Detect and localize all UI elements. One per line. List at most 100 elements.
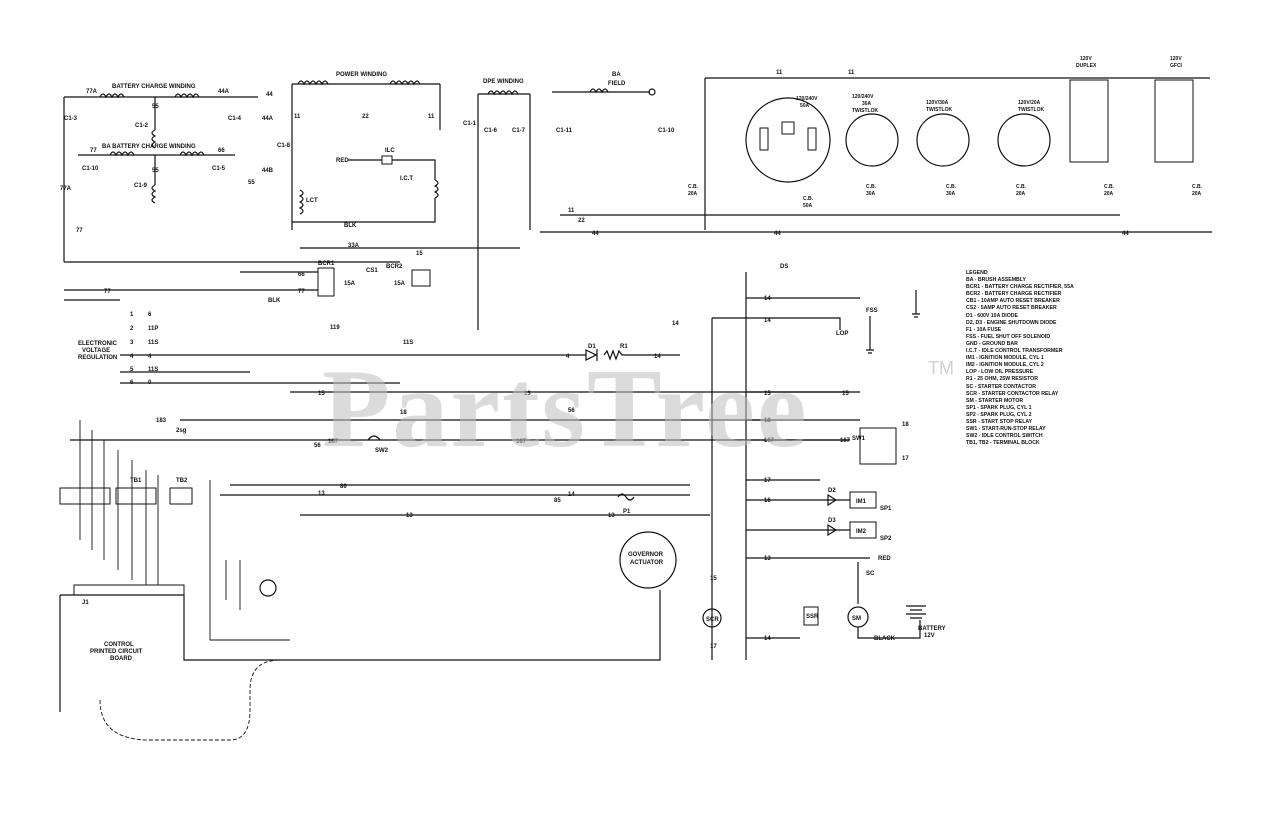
gfci-outlet [1154, 79, 1194, 163]
wire-66: 66 [218, 148, 225, 154]
wire-14-b: 14 [672, 321, 679, 327]
cb4-label: C.B. [946, 184, 957, 190]
r1-label: R1 [620, 344, 628, 350]
wire-4-d1: 4 [566, 354, 570, 360]
bcr1-label: BCR1 [318, 261, 335, 267]
duplex-label: 120V [1080, 56, 1092, 62]
wire-44b-pw: 44B [262, 168, 274, 174]
evr-wire-6: 0 [148, 380, 152, 386]
evr-wire-2: 11P [148, 326, 158, 332]
wire-77-top: 77 [90, 148, 97, 154]
sc-label: SC [866, 571, 875, 577]
evr-wire-3: 11S [148, 340, 158, 346]
wire-55: 55 [152, 104, 159, 110]
governor-label-b: ACTUATOR [630, 560, 664, 566]
wire-15-r2: 15 [842, 391, 849, 397]
cb6-label: C.B. [1104, 184, 1115, 190]
wire-14-r1: 14 [654, 354, 661, 360]
sw2-label: SW2 [375, 448, 389, 454]
wire-44-bus: 44 [592, 231, 599, 237]
power-winding: POWER WINDING 11 22 11 44 44A C1-8 44B 5… [248, 72, 441, 304]
sm-label: SM [852, 616, 861, 622]
ign-module-1 [849, 491, 877, 509]
wire-18-sw: 18 [902, 422, 909, 428]
blk-label: BLK [344, 223, 357, 229]
ssr-label: SSR [806, 614, 819, 620]
legend-item: BCR2 - BATTERY CHARGE RECTIFIER [966, 291, 1062, 298]
dpe-winding: DPE WINDING C1-1 C1-6 C1-7 C1-11 [463, 79, 573, 330]
cb4-label-b: 30A [946, 191, 956, 197]
legend-item: TB1, TB2 - TERMINAL BLOCK [966, 440, 1040, 447]
c1-9-label: C1-9 [134, 183, 148, 189]
evr-wire-5: 11S [148, 367, 158, 373]
wire-55-pw: 55 [248, 180, 255, 186]
wire-13-m: 13 [318, 491, 325, 497]
wire-85: 85 [554, 498, 561, 504]
j1-label: J1 [82, 600, 89, 606]
governor-actuator: GOVERNOR ACTUATOR [619, 531, 677, 589]
sw1-label: SW1 [852, 436, 866, 442]
tb2-block [169, 487, 193, 505]
evr-wire-4: 4 [148, 354, 152, 360]
wire-15-r: 15 [416, 251, 423, 257]
legend-item: SW2 - IDLE CONTROL SWITCH [966, 433, 1043, 440]
wire-11-bus: 11 [568, 208, 575, 214]
legend-item: SSR - START STOP RELAY [966, 418, 1033, 425]
gfci-label: 120V [1170, 56, 1182, 62]
cs1-label: CS1 [366, 268, 378, 274]
c1-8-label: C1-8 [277, 143, 291, 149]
wire-77-far: 77 [104, 289, 111, 295]
twistlok-30a-label-c: TWISTLOK [852, 108, 878, 114]
twistlok-30a [845, 113, 899, 167]
wire-86: 86 [340, 484, 347, 490]
wire-11-pw: 11 [294, 114, 301, 120]
tb2-label: TB2 [176, 478, 188, 484]
im1-label: IM1 [856, 499, 867, 505]
power-winding-label: POWER WINDING [336, 72, 387, 78]
wire-56-b: 56 [568, 408, 575, 414]
wire-15a: 15A [344, 281, 356, 287]
legend-item: F1 - 10A FUSE [966, 326, 1002, 333]
wire-183: 183 [156, 418, 167, 424]
c1-7-label: C1-7 [512, 128, 526, 134]
tb1-block [59, 487, 111, 505]
wire-15-r: 15 [764, 391, 771, 397]
wire-2sg: 2sg [176, 428, 187, 434]
evr-line-1: ELECTRONIC [78, 341, 118, 347]
wire-77a: 77A [86, 89, 98, 95]
d3-label: D3 [828, 518, 836, 524]
ssr-relay [259, 579, 277, 597]
control-board-label-c: BOARD [110, 656, 133, 662]
ssr [803, 606, 819, 626]
control-board-label-b: PRINTED CIRCUIT [90, 649, 143, 655]
legend-item: I.C.T - IDLE CONTROL TRANSFORMER [966, 348, 1063, 355]
evr-pin-5: 5 [130, 367, 134, 373]
battery-charge-winding: BATTERY CHARGE WINDING 77A 44A 55 C1-3 C… [63, 84, 258, 262]
twistlok-30a-label: 120/240V [852, 94, 874, 100]
legend-item: CB1 - 10AMP AUTO RESET BREAKER [966, 298, 1060, 305]
wire-14-m: 14 [568, 492, 575, 498]
red-label: RED [336, 158, 349, 164]
wire-22-pw: 22 [362, 114, 369, 120]
d2-label: D2 [828, 488, 836, 494]
wire-167: 167 [328, 439, 339, 445]
wire-44-bus-b: 44 [774, 231, 781, 237]
black-label: BLACK [874, 636, 896, 642]
wire-56: 56 [314, 443, 321, 449]
wire-167-b: 167 [516, 439, 527, 445]
legend-item: LOP - LOW OIL PRESSURE [966, 369, 1034, 376]
wire-11-top: 11 [776, 70, 783, 76]
control-relays: DS 14 14 LOP FSS 15 15 18 167 167 SW1 18… [702, 264, 946, 660]
wire-167-r: 167 [764, 438, 775, 444]
evr-pin-6: 6 [130, 380, 134, 386]
c1-11-label: C1-11 [556, 128, 573, 134]
cb3-label-b: 30A [866, 191, 876, 197]
legend-item: D1 - 600V 10A DIODE [966, 312, 1018, 319]
cb5-label-b: 20A [1016, 191, 1026, 197]
outlet-50a-label: 120/240V [796, 96, 818, 102]
wire-15-l: 15 [318, 391, 325, 397]
cb7-label: C.B. [1192, 184, 1203, 190]
bcr1 [317, 267, 335, 297]
wire-16-r: 16 [764, 498, 771, 504]
